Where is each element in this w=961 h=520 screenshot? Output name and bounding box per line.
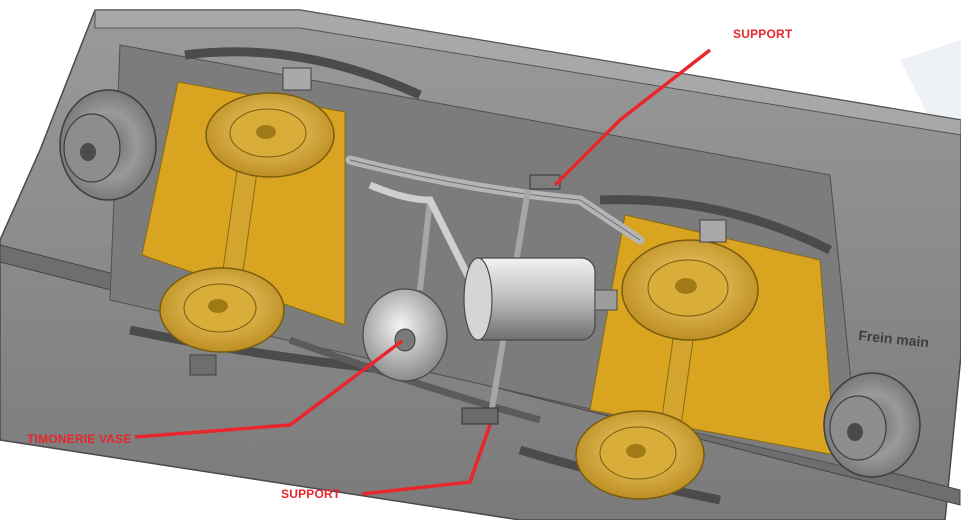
axle-box-3 [189,354,217,376]
buffer-left [59,89,157,201]
annotation-support-top: SUPPORT [733,27,793,41]
axle-box-1 [282,67,312,91]
spring-top-right [599,195,833,255]
leader-support-bottom [361,424,492,496]
wheelset-right [575,239,759,500]
annotation-support-bottom: SUPPORT [281,487,341,501]
frame-top-rail [94,9,961,136]
chassis-engraved-text: Frein main [858,327,930,350]
support-bracket-bottom [461,407,499,425]
brake-pipe [368,181,474,282]
leader-support-top [553,48,712,187]
buffer-right [823,372,921,478]
annotation-timonerie-vase: TIMONERIE VASE [27,432,132,446]
brake-rod-vertical-2 [417,199,433,291]
axle-box-2 [699,219,727,243]
brake-rod-upper-outline [349,159,641,241]
spring-top-left [184,47,422,100]
brake-rod-lower [288,336,541,424]
wheelset-left [159,92,335,353]
brake-cylinder [463,257,618,341]
support-bracket-top [529,174,561,190]
vase-reservoir [362,288,448,382]
leader-timonerie-vase [134,339,404,439]
